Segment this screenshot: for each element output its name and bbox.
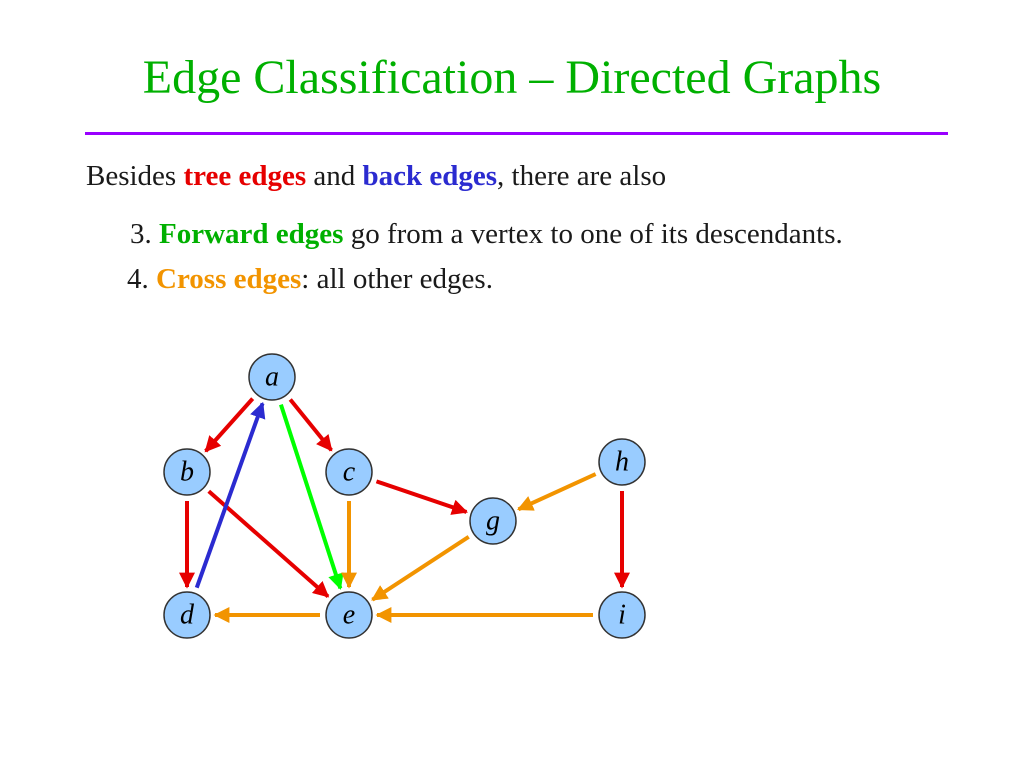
node-g-circle <box>469 497 517 545</box>
node-b: b <box>163 448 211 496</box>
node-d: d <box>163 591 211 639</box>
edge-b-e-tree <box>207 489 330 598</box>
edge-a-c-tree <box>288 398 333 452</box>
node-e-circle <box>325 591 373 639</box>
item-forward-edges: 3. Forward edges go from a vertex to one… <box>130 220 843 249</box>
edge-d-a-back <box>194 401 266 589</box>
slide-title: Edge Classification – Directed Graphs <box>142 51 882 104</box>
node-c: c <box>325 448 373 496</box>
intro-post: , there are also <box>497 160 667 192</box>
node-d-label: d <box>180 600 195 631</box>
node-c-circle <box>325 448 373 496</box>
term-back-edges: back edges <box>362 160 498 192</box>
edge-a-b-tree <box>204 397 255 453</box>
term-tree-edges: tree edges <box>183 160 307 192</box>
node-h-circle <box>598 438 646 486</box>
term-cross-edges: Cross edges <box>156 263 302 295</box>
node-e: e <box>325 591 373 639</box>
node-a-circle <box>248 353 296 401</box>
node-c-label: c <box>343 457 356 488</box>
node-a: a <box>248 353 296 401</box>
node-i-circle <box>598 591 646 639</box>
node-i: i <box>598 591 646 639</box>
node-h: h <box>598 438 646 486</box>
intro-mid: and <box>306 160 363 192</box>
item-3-text: go from a vertex to one of its descendan… <box>343 218 843 250</box>
node-g: g <box>469 497 517 545</box>
edge-c-g-tree <box>375 479 469 515</box>
intro-line: Besides tree edges and back edges, there… <box>86 162 666 191</box>
graph-nodes: a b c d e g h i <box>163 353 646 639</box>
graph-edges <box>179 397 630 623</box>
edge-a-e-forward <box>279 403 344 590</box>
edge-h-g-cross <box>517 472 597 512</box>
node-b-circle <box>163 448 211 496</box>
node-b-label: b <box>180 457 194 488</box>
node-h-label: h <box>615 447 629 478</box>
title-underline <box>85 132 948 135</box>
item-4-text: : all other edges. <box>301 263 493 295</box>
item-cross-edges: 4. Cross edges: all other edges. <box>127 265 493 294</box>
node-i-label: i <box>618 600 626 631</box>
node-d-circle <box>163 591 211 639</box>
node-e-label: e <box>343 600 355 631</box>
term-forward-edges: Forward edges <box>159 218 344 250</box>
node-g-label: g <box>486 506 500 537</box>
edge-g-e-cross <box>371 535 470 602</box>
item-4-number: 4. <box>127 263 156 295</box>
node-a-label: a <box>265 362 279 393</box>
intro-pre: Besides <box>86 160 184 192</box>
item-3-number: 3. <box>130 218 159 250</box>
